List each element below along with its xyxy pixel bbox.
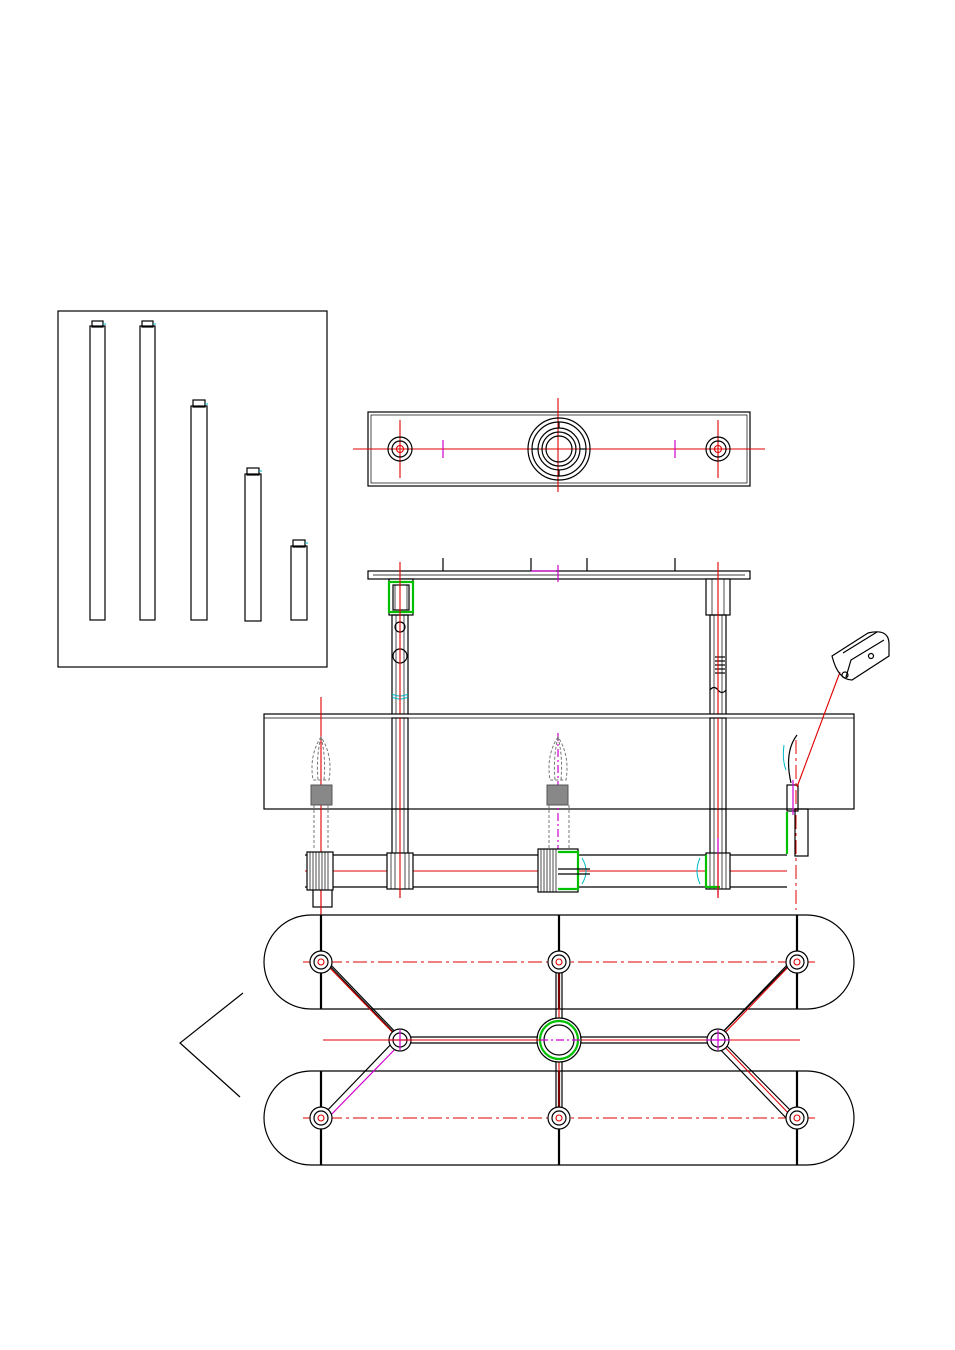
parts-inset-frame	[58, 311, 327, 667]
canopy-top-view	[353, 398, 765, 492]
side-elevation	[264, 558, 854, 915]
parts-inset	[58, 311, 327, 667]
rod-coupling-right-plan	[706, 1029, 730, 1051]
socket-plan-top-right	[786, 951, 808, 973]
socket-plan-bottom-center	[548, 1107, 570, 1129]
rod-2	[140, 321, 156, 620]
rod-1	[90, 321, 106, 620]
rod-3	[191, 400, 208, 620]
socket-plan-top-left	[310, 951, 332, 973]
coupling-left	[307, 852, 333, 890]
plan-view	[180, 915, 854, 1165]
view-angle-bracket	[180, 993, 243, 1097]
rod-5	[291, 540, 308, 620]
socket-plan-top-center	[548, 951, 570, 973]
socket-plan-bottom-left	[310, 1107, 332, 1129]
socket-plan-bottom-right	[786, 1107, 808, 1129]
rod-4	[245, 468, 262, 621]
center-hub-plan	[537, 1018, 581, 1062]
